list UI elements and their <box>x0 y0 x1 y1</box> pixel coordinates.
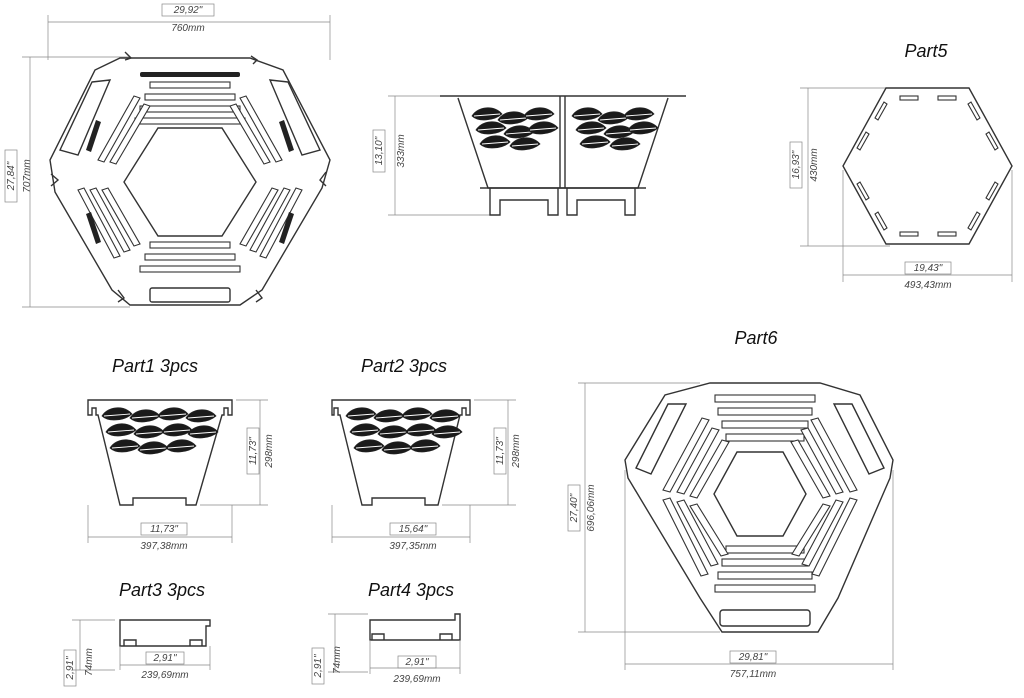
part2-height-in: 11,73" <box>495 437 506 465</box>
top-view-width-mm: 760mm <box>171 23 204 34</box>
part2-title: Part2 3pcs <box>361 356 447 376</box>
part6-width-mm: 757,11mm <box>730 669 777 680</box>
part6-height-mm: 696,06mm <box>586 484 597 531</box>
part3-title: Part3 3pcs <box>119 580 205 600</box>
part6-title: Part6 <box>734 328 778 348</box>
part5-drawing: Part5 16,93" 430mm 19,43" 493,43mm <box>789 41 1013 291</box>
top-view-height-in: 27,84" <box>6 161 17 191</box>
part6-width-in: 29,81" <box>738 652 768 663</box>
part4-height-in: 2,91" <box>313 654 324 678</box>
part1-drawing: Part1 3pcs 11,73" 298mm 11,73" 397,38mm <box>87 356 275 552</box>
part3-drawing: Part3 3pcs 2,91" 74mm 2,91" 239,69mm <box>63 580 211 687</box>
part4-width-in: 2,91" <box>404 657 428 668</box>
side-view: 13,10" 333mm <box>372 95 686 216</box>
part3-width-mm: 239,69mm <box>140 670 188 681</box>
part5-width-mm: 493,43mm <box>904 280 951 291</box>
part5-height-in: 16,93" <box>791 150 802 179</box>
part5-title: Part5 <box>904 41 948 61</box>
part6-drawing: Part6 27,40" 696,06mm 29,81" 757,11mm <box>567 328 894 680</box>
part3-height-in: 2,91" <box>65 656 76 680</box>
part1-width-mm: 397,38mm <box>140 541 187 552</box>
part5-width-in: 19,43" <box>914 263 943 274</box>
part2-width-mm: 397,35mm <box>389 541 436 552</box>
part4-width-mm: 239,69mm <box>392 674 440 685</box>
part4-height-mm: 74mm <box>332 646 343 674</box>
part4-drawing: Part4 3pcs 2,91" 74mm 2,91" 239,69mm <box>311 580 461 685</box>
side-view-height-mm: 333mm <box>396 134 407 167</box>
part2-drawing: Part2 3pcs 11,73" 298mm 15,64" 397,35mm <box>331 356 522 552</box>
part2-width-in: 15,64" <box>399 524 428 535</box>
part3-width-in: 2,91" <box>152 653 176 664</box>
part6-height-in: 27,40" <box>569 493 580 523</box>
top-view: 29,92" 760mm 27,84" 707mm <box>4 3 331 308</box>
part1-height-mm: 298mm <box>264 434 275 468</box>
part5-height-mm: 430mm <box>809 148 820 181</box>
part3-height-mm: 74mm <box>84 648 95 676</box>
part1-title: Part1 3pcs <box>112 356 198 376</box>
top-view-width-in: 29,92" <box>173 5 203 16</box>
part4-title: Part4 3pcs <box>368 580 454 600</box>
part1-height-in: 11,73" <box>248 437 259 465</box>
part1-width-in: 11,73" <box>150 524 178 535</box>
part2-height-mm: 298mm <box>511 434 522 468</box>
top-view-height-mm: 707mm <box>22 159 33 192</box>
side-view-height-in: 13,10" <box>374 136 385 165</box>
